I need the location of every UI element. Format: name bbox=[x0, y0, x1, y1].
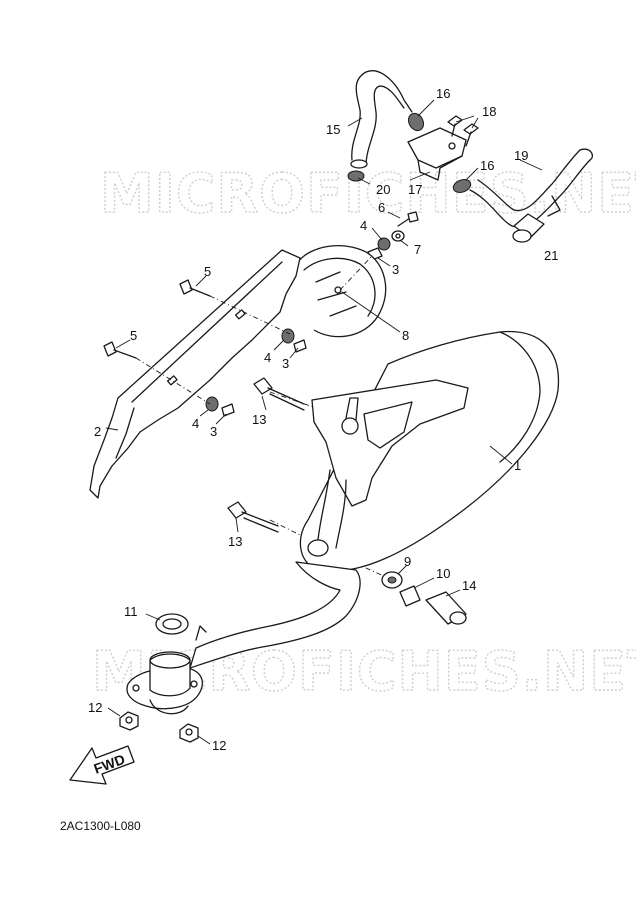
part-5-bolt-upper bbox=[179, 279, 211, 297]
callout-11: 11 bbox=[124, 604, 138, 619]
watermark-top: MICROFICHES.NET bbox=[100, 162, 636, 225]
callout-16-upper: 16 bbox=[436, 86, 450, 101]
part-21-cap bbox=[512, 213, 545, 243]
part-15-air-hose bbox=[350, 70, 413, 169]
fwd-label: FWD bbox=[92, 751, 127, 777]
callout-4-lower: 4 bbox=[192, 416, 199, 431]
callout-3-lower: 3 bbox=[210, 424, 217, 439]
part-11-gasket bbox=[155, 613, 189, 635]
callout-7: 7 bbox=[414, 242, 421, 257]
callout-16-lower: 16 bbox=[480, 158, 494, 173]
part-17-reed-valve bbox=[407, 127, 467, 181]
callout-21: 21 bbox=[544, 248, 558, 263]
part-9-damper bbox=[381, 571, 403, 589]
callout-17: 17 bbox=[408, 182, 422, 197]
part-13-bolt-lower bbox=[227, 501, 279, 533]
part-4-collar-middle bbox=[281, 328, 295, 344]
part-1-muffler bbox=[299, 330, 560, 572]
part-5-bolt-lower bbox=[103, 341, 137, 359]
callout-4-middle: 4 bbox=[264, 350, 271, 365]
part-4-collar-upper bbox=[377, 237, 391, 251]
callout-5-lower: 5 bbox=[130, 328, 137, 343]
part-6-bolt bbox=[397, 211, 419, 227]
callout-2: 2 bbox=[94, 424, 101, 439]
callout-10: 10 bbox=[436, 566, 450, 581]
callout-18: 18 bbox=[482, 104, 496, 119]
part-7-washer bbox=[391, 230, 405, 242]
exhaust-flange bbox=[126, 651, 203, 715]
part-12-nut-right bbox=[179, 723, 199, 743]
part-16-clamp-upper bbox=[407, 112, 425, 132]
part-3-grommet-lower bbox=[221, 403, 235, 417]
callout-9: 9 bbox=[404, 554, 411, 569]
callout-3-middle: 3 bbox=[282, 356, 289, 371]
callout-12-left: 12 bbox=[88, 700, 102, 715]
part-12-nut-left bbox=[119, 711, 139, 731]
part-2-protector bbox=[89, 249, 301, 499]
part-13-bolt-upper bbox=[253, 377, 305, 411]
part-19-air-hose bbox=[469, 148, 594, 228]
callout-8: 8 bbox=[402, 328, 409, 343]
part-10-collar bbox=[399, 585, 421, 607]
callout-12-right: 12 bbox=[212, 738, 226, 753]
callout-19: 19 bbox=[514, 148, 528, 163]
diagram-code: 2AC1300-L080 bbox=[60, 819, 141, 833]
callout-3-upper: 3 bbox=[392, 262, 399, 277]
callout-4-upper: 4 bbox=[360, 218, 367, 233]
callout-6: 6 bbox=[378, 200, 385, 215]
callout-13-upper: 13 bbox=[252, 412, 266, 427]
part-14-spacer bbox=[425, 591, 467, 625]
fwd-direction-arrow: FWD bbox=[69, 745, 135, 785]
callout-14: 14 bbox=[462, 578, 476, 593]
callout-1: 1 bbox=[514, 458, 521, 473]
part-16-clamp-lower bbox=[452, 179, 472, 193]
callout-13-lower: 13 bbox=[228, 534, 242, 549]
part-4-collar-lower bbox=[205, 396, 219, 412]
callout-5-upper: 5 bbox=[204, 264, 211, 279]
part-8-heat-shield-round bbox=[297, 245, 387, 338]
callout-15: 15 bbox=[326, 122, 340, 137]
callout-20: 20 bbox=[376, 182, 390, 197]
